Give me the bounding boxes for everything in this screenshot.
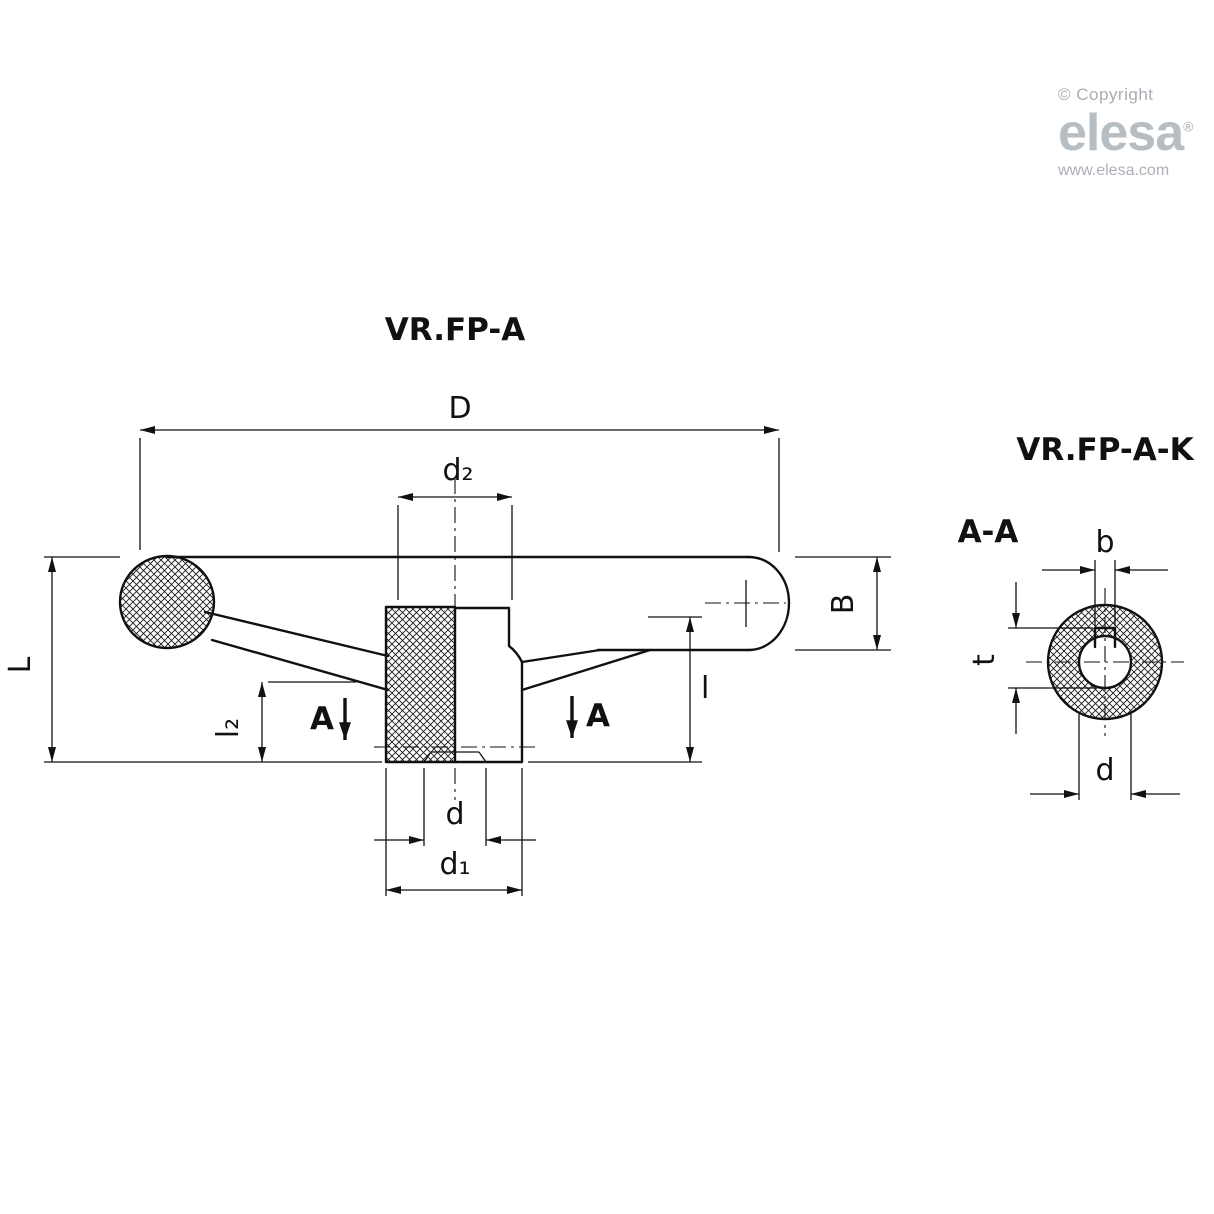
section-cut-label-left: A xyxy=(310,701,334,737)
dimension-bore-d: d xyxy=(1030,714,1180,800)
dim-label-l2: l₂ xyxy=(211,718,246,738)
dim-label-b: b xyxy=(1095,525,1114,560)
centerlines xyxy=(374,478,786,800)
section-view-label: A-A xyxy=(958,514,1019,550)
section-cut-A-left: A xyxy=(310,698,351,740)
main-view: VR.FP-A xyxy=(3,312,891,896)
dim-label-D: D xyxy=(448,391,471,426)
elesa-logo-text: elesa xyxy=(1058,103,1184,162)
dimension-t: t xyxy=(967,582,1096,734)
brand-block: © Copyright elesa® www.elesa.com xyxy=(1058,86,1208,180)
dim-label-B: B xyxy=(826,594,861,615)
dimension-l2: l₂ xyxy=(211,681,356,762)
section-view-title: VR.FP-A-K xyxy=(1016,432,1194,468)
dim-label-l: l xyxy=(701,671,709,706)
dim-label-bore-d: d xyxy=(1095,753,1114,788)
copyright-text: © Copyright xyxy=(1058,85,1154,104)
elesa-logo: elesa® xyxy=(1058,106,1208,161)
section-cut-label-right: A xyxy=(586,698,610,734)
dim-label-L: L xyxy=(3,656,38,673)
hub-ring-hatch xyxy=(1048,605,1162,719)
main-view-title: VR.FP-A xyxy=(385,312,525,348)
dimension-L: L xyxy=(3,556,382,763)
hub-section-hatch xyxy=(384,605,457,764)
dimension-d1: d₁ xyxy=(385,768,523,896)
dimension-B: B xyxy=(795,556,891,651)
rim-section-hatch xyxy=(118,554,216,650)
dimension-b: b xyxy=(1042,525,1168,626)
dim-label-d1: d₁ xyxy=(439,847,470,882)
section-cut-A-right: A xyxy=(566,696,610,738)
dim-label-d2: d₂ xyxy=(442,453,473,488)
hub-cross-section xyxy=(1026,588,1184,736)
dimension-d2: d₂ xyxy=(397,453,513,600)
registered-trademark-icon: ® xyxy=(1183,118,1193,135)
dimension-D: D xyxy=(139,391,780,552)
dim-label-t: t xyxy=(967,654,1002,666)
section-view: VR.FP-A-K A-A b t xyxy=(958,432,1195,800)
dim-label-d: d xyxy=(445,797,464,832)
website-url: www.elesa.com xyxy=(1058,162,1170,180)
dimension-l: l xyxy=(528,616,709,763)
dimension-d: d xyxy=(374,768,536,846)
